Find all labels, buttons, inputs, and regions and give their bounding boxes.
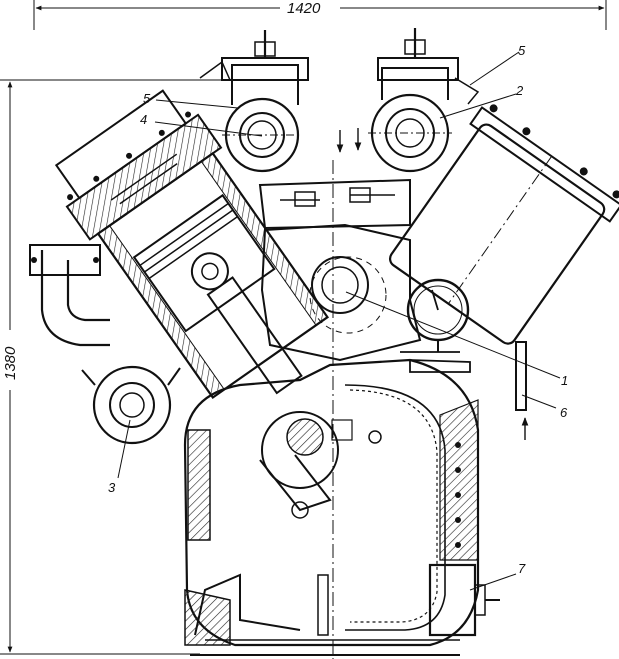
callout-7-label: 7 (518, 561, 526, 576)
cylinder-block-body (258, 178, 422, 362)
discharge-flange-right (368, 28, 480, 173)
height-dimension-label: 1380 (2, 346, 19, 380)
fitting-right (515, 341, 529, 440)
callout-5-left: 5 (143, 91, 239, 109)
width-dimension: 1420 (33, 0, 607, 30)
callout-6: 6 (521, 394, 568, 420)
callout-1: 1 (345, 291, 568, 388)
callout-1-label: 1 (561, 373, 568, 388)
callout-5-left-label: 5 (143, 91, 151, 106)
callout-2: 2 (439, 83, 524, 119)
crankshaft (259, 411, 339, 519)
right-cylinder-exterior (388, 104, 619, 345)
callout-2-label: 2 (515, 83, 524, 98)
left-cylinder-section (54, 89, 330, 400)
callout-4-label: 4 (140, 112, 147, 127)
callout-5-right: 5 (469, 43, 526, 86)
height-dimension: 1380 (0, 79, 230, 655)
crankcase (183, 358, 480, 656)
suction-flange-left (199, 30, 309, 173)
callout-3: 3 (108, 419, 131, 495)
oil-pump-fitting (428, 563, 500, 637)
callout-4: 4 (140, 112, 263, 137)
callout-7: 7 (469, 561, 526, 591)
width-dimension-label: 1420 (287, 0, 321, 17)
pressure-gauge (400, 278, 471, 373)
flange-lower-left (81, 365, 181, 445)
flow-arrows (336, 128, 362, 153)
callout-5-right-label: 5 (518, 43, 526, 58)
side-pipe-elbow (29, 244, 110, 347)
callout-3-label: 3 (108, 480, 116, 495)
callout-6-label: 6 (560, 405, 568, 420)
